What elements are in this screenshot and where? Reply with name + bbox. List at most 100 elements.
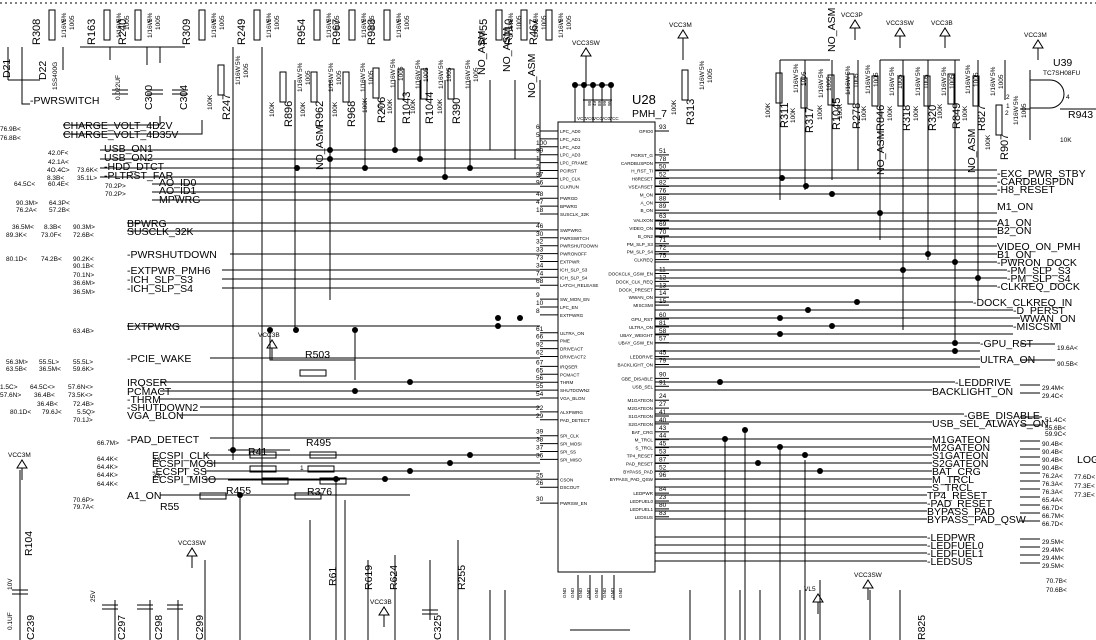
vcc3sw-bottom-label: VCC3SW xyxy=(178,540,207,547)
resistor-value: 100K xyxy=(790,107,797,123)
pin-number: 14 xyxy=(659,290,667,297)
cap-voltage: 25V xyxy=(90,590,97,602)
pin-number: 6 xyxy=(536,124,540,131)
r619-ref: R619 xyxy=(363,565,375,590)
pin-number: 44 xyxy=(659,433,667,440)
power-arrow-icon xyxy=(894,27,906,37)
pin-name: ALXPWRG xyxy=(560,410,583,415)
resistor-symbol xyxy=(827,74,835,106)
pin-name: LEDFUEL1 xyxy=(630,507,654,512)
pin-name: M_ON xyxy=(640,192,653,197)
pin-name: SWPWRG xyxy=(560,228,582,233)
junction-dot xyxy=(817,468,823,474)
resistor-power: 1/16W xyxy=(915,76,922,96)
resistor-value: 100K xyxy=(937,103,944,119)
sheet-ref-right: 90.4B< xyxy=(1042,457,1063,464)
sheet-ref-left: 64.4K< xyxy=(97,456,118,463)
junction-dot xyxy=(294,165,300,171)
pin-name: B_ON2 xyxy=(638,234,654,239)
pin-number: 30 xyxy=(536,231,544,238)
pin-name: DOCKCLK_GSW_EN xyxy=(608,272,653,277)
resistor-symbol xyxy=(972,75,980,107)
pin-number: 2 xyxy=(536,164,540,171)
pin-name: DRIVEACT2 xyxy=(560,355,586,360)
resistor-package: 1005 xyxy=(274,15,281,30)
right-net-label: -LEDSUS xyxy=(927,556,973,568)
sheet-ref-left: 5.5Q> xyxy=(77,409,95,416)
pin-name: DOCK_PRESET xyxy=(619,287,653,292)
resistor-tolerance: 5% xyxy=(116,12,123,22)
resistor-tolerance: 5% xyxy=(211,12,218,22)
pin-name: GND xyxy=(610,587,615,598)
sheet-ref-right: 29.5M< xyxy=(1042,563,1064,570)
pin-number: 92 xyxy=(536,342,544,349)
junction-dot xyxy=(495,315,501,321)
junction-dot xyxy=(854,299,860,305)
resistor-value: 100K xyxy=(837,103,844,119)
left-net-label: -PCIE_WAKE xyxy=(127,353,191,365)
resistor-package: 1005 xyxy=(707,68,714,83)
pin-number: 52 xyxy=(659,464,667,471)
resistor-value: 100K xyxy=(887,105,894,121)
sheet-ref-left: 57.6N> xyxy=(0,392,21,399)
sheet-ref-right: 29.4M< xyxy=(1042,555,1064,562)
junction-dot xyxy=(382,476,388,482)
resistor-ref: R278 xyxy=(851,103,863,129)
r255-ref: R255 xyxy=(456,565,468,590)
resistor-package: 1005 xyxy=(541,15,548,30)
right-net-label: -PWRON_DOCK xyxy=(997,257,1077,269)
resistor-value: 100K xyxy=(332,101,339,117)
sheet-ref-left: 56.3M> xyxy=(6,359,28,366)
c325-ref: C325 xyxy=(432,615,444,640)
sheet-ref-right: 66.7M< xyxy=(1042,513,1064,520)
left-net-label: AO_ID1 xyxy=(159,185,197,197)
resistor-package: 1005 xyxy=(305,70,312,85)
junction-dot xyxy=(722,436,728,442)
resistor-package: 1005 xyxy=(155,15,162,30)
pin-name: BPWRG xyxy=(560,204,578,209)
right-net-label: M1_ON xyxy=(997,201,1033,213)
vcc3sw-label: VCC3SW xyxy=(886,20,915,27)
junction-dot xyxy=(777,315,783,321)
resistor-package: 1005 xyxy=(369,15,376,30)
resistor-value: 100K xyxy=(207,94,214,110)
sheet-ref-left: 90.3M> xyxy=(16,200,38,207)
sheet-ref-left: 76.8B< xyxy=(0,135,21,142)
right-net-label: -H8_RESET xyxy=(997,184,1055,196)
resistor-ref: R1044 xyxy=(424,92,436,124)
right-net-label: -PM_SLP_S3 xyxy=(1007,265,1071,277)
pin-name: SPI_MISO xyxy=(560,457,582,462)
pin-name: EXTPWR xyxy=(560,260,580,265)
resistor-tolerance: 5% xyxy=(297,62,304,72)
cap-value: 0.1UF xyxy=(7,612,14,630)
resistor-tolerance: 5% xyxy=(845,65,852,75)
sheet-ref-left: 73.6K< xyxy=(77,167,98,174)
left-net-label: SUSCLK_32K xyxy=(127,226,194,238)
junction-dot xyxy=(802,452,808,458)
sheet-ref-left: 36.6M> xyxy=(73,280,95,287)
junction-dot xyxy=(900,267,906,273)
resistor-package: 1005 xyxy=(368,70,375,85)
diode-part: 1SS400G xyxy=(52,62,59,90)
resistor-power: 1/16W xyxy=(235,65,242,85)
resistor-ref: R710 xyxy=(503,19,515,45)
pin-name: TP4_RESET xyxy=(627,454,653,459)
pin-number: 24 xyxy=(659,393,667,400)
r455-ref: R455 xyxy=(226,485,251,497)
pin-name: LPC_AD0 xyxy=(560,129,581,134)
vcc3b-mid-label: VCC3B xyxy=(258,332,280,339)
right-net-label: WWAN_ON xyxy=(1020,313,1076,325)
resistor-value: 100K xyxy=(861,105,868,121)
sheet-ref-left: 79.6J< xyxy=(42,409,62,416)
power-arrow-icon xyxy=(939,27,951,37)
sheet-ref-left: 36.5M< xyxy=(12,224,34,231)
left-net-label: EXTPWRG xyxy=(127,321,180,333)
resistor-ref: R308 xyxy=(31,19,43,45)
pin-name: ULTRA_ON xyxy=(629,325,653,330)
sheet-ref-left: 64.4K> xyxy=(97,464,118,471)
pin-number: 82 xyxy=(659,180,667,187)
junction-dot xyxy=(230,447,236,453)
sheet-ref-left: 4O.4C> xyxy=(47,167,70,174)
right-net-label: M1GATEON xyxy=(932,434,990,446)
resistor-tolerance: 5% xyxy=(508,12,515,22)
